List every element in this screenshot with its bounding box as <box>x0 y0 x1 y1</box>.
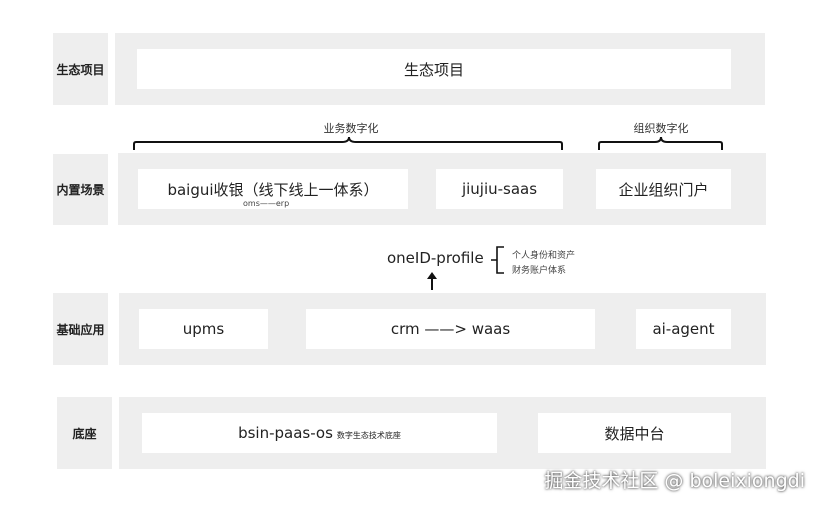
box-bsin-paas-os: bsin-paas-os 数字生态技术底座 <box>142 413 497 453</box>
watermark: 掘金技术社区 @ boleixiongdi <box>544 470 805 492</box>
box-upms: upms <box>139 309 268 349</box>
brace-business <box>133 136 563 150</box>
oneid-note-line2: 财务账户体系 <box>512 266 567 276</box>
row-label-builtin: 内置场景 <box>53 154 108 225</box>
box-enterprise-portal: 企业组织门户 <box>596 169 731 209</box>
group-caption-org: 组织数字化 <box>633 122 689 135</box>
row-label-ecosystem: 生态项目 <box>53 33 108 105</box>
oneid-profile-label: oneID-profile <box>387 249 484 267</box>
row-label-base: 底座 <box>57 397 112 469</box>
oneid-bracket <box>491 246 504 274</box>
box-data-platform: 数据中台 <box>538 413 731 453</box>
box-ecosystem-projects: 生态项目 <box>137 49 731 89</box>
box-baigui: baigui收银（线下线上一体系） <box>138 169 408 209</box>
box-jiujiu-saas: jiujiu-saas <box>436 169 563 209</box>
brace-org <box>598 136 723 150</box>
box-crm-waas: crm ——> waas <box>306 309 595 349</box>
group-caption-business: 业务数字化 <box>323 122 379 135</box>
bsin-paas-os-label: bsin-paas-os <box>238 424 333 442</box>
box-ai-agent: ai-agent <box>636 309 731 349</box>
bsin-paas-os-subtitle: 数字生态技术底座 <box>336 430 401 440</box>
row-label-basic: 基础应用 <box>53 293 108 365</box>
oneid-note-line1: 个人身份和资产 <box>512 251 576 261</box>
arrow-up-head <box>427 272 437 279</box>
baigui-subtitle: oms——erp <box>243 199 290 208</box>
